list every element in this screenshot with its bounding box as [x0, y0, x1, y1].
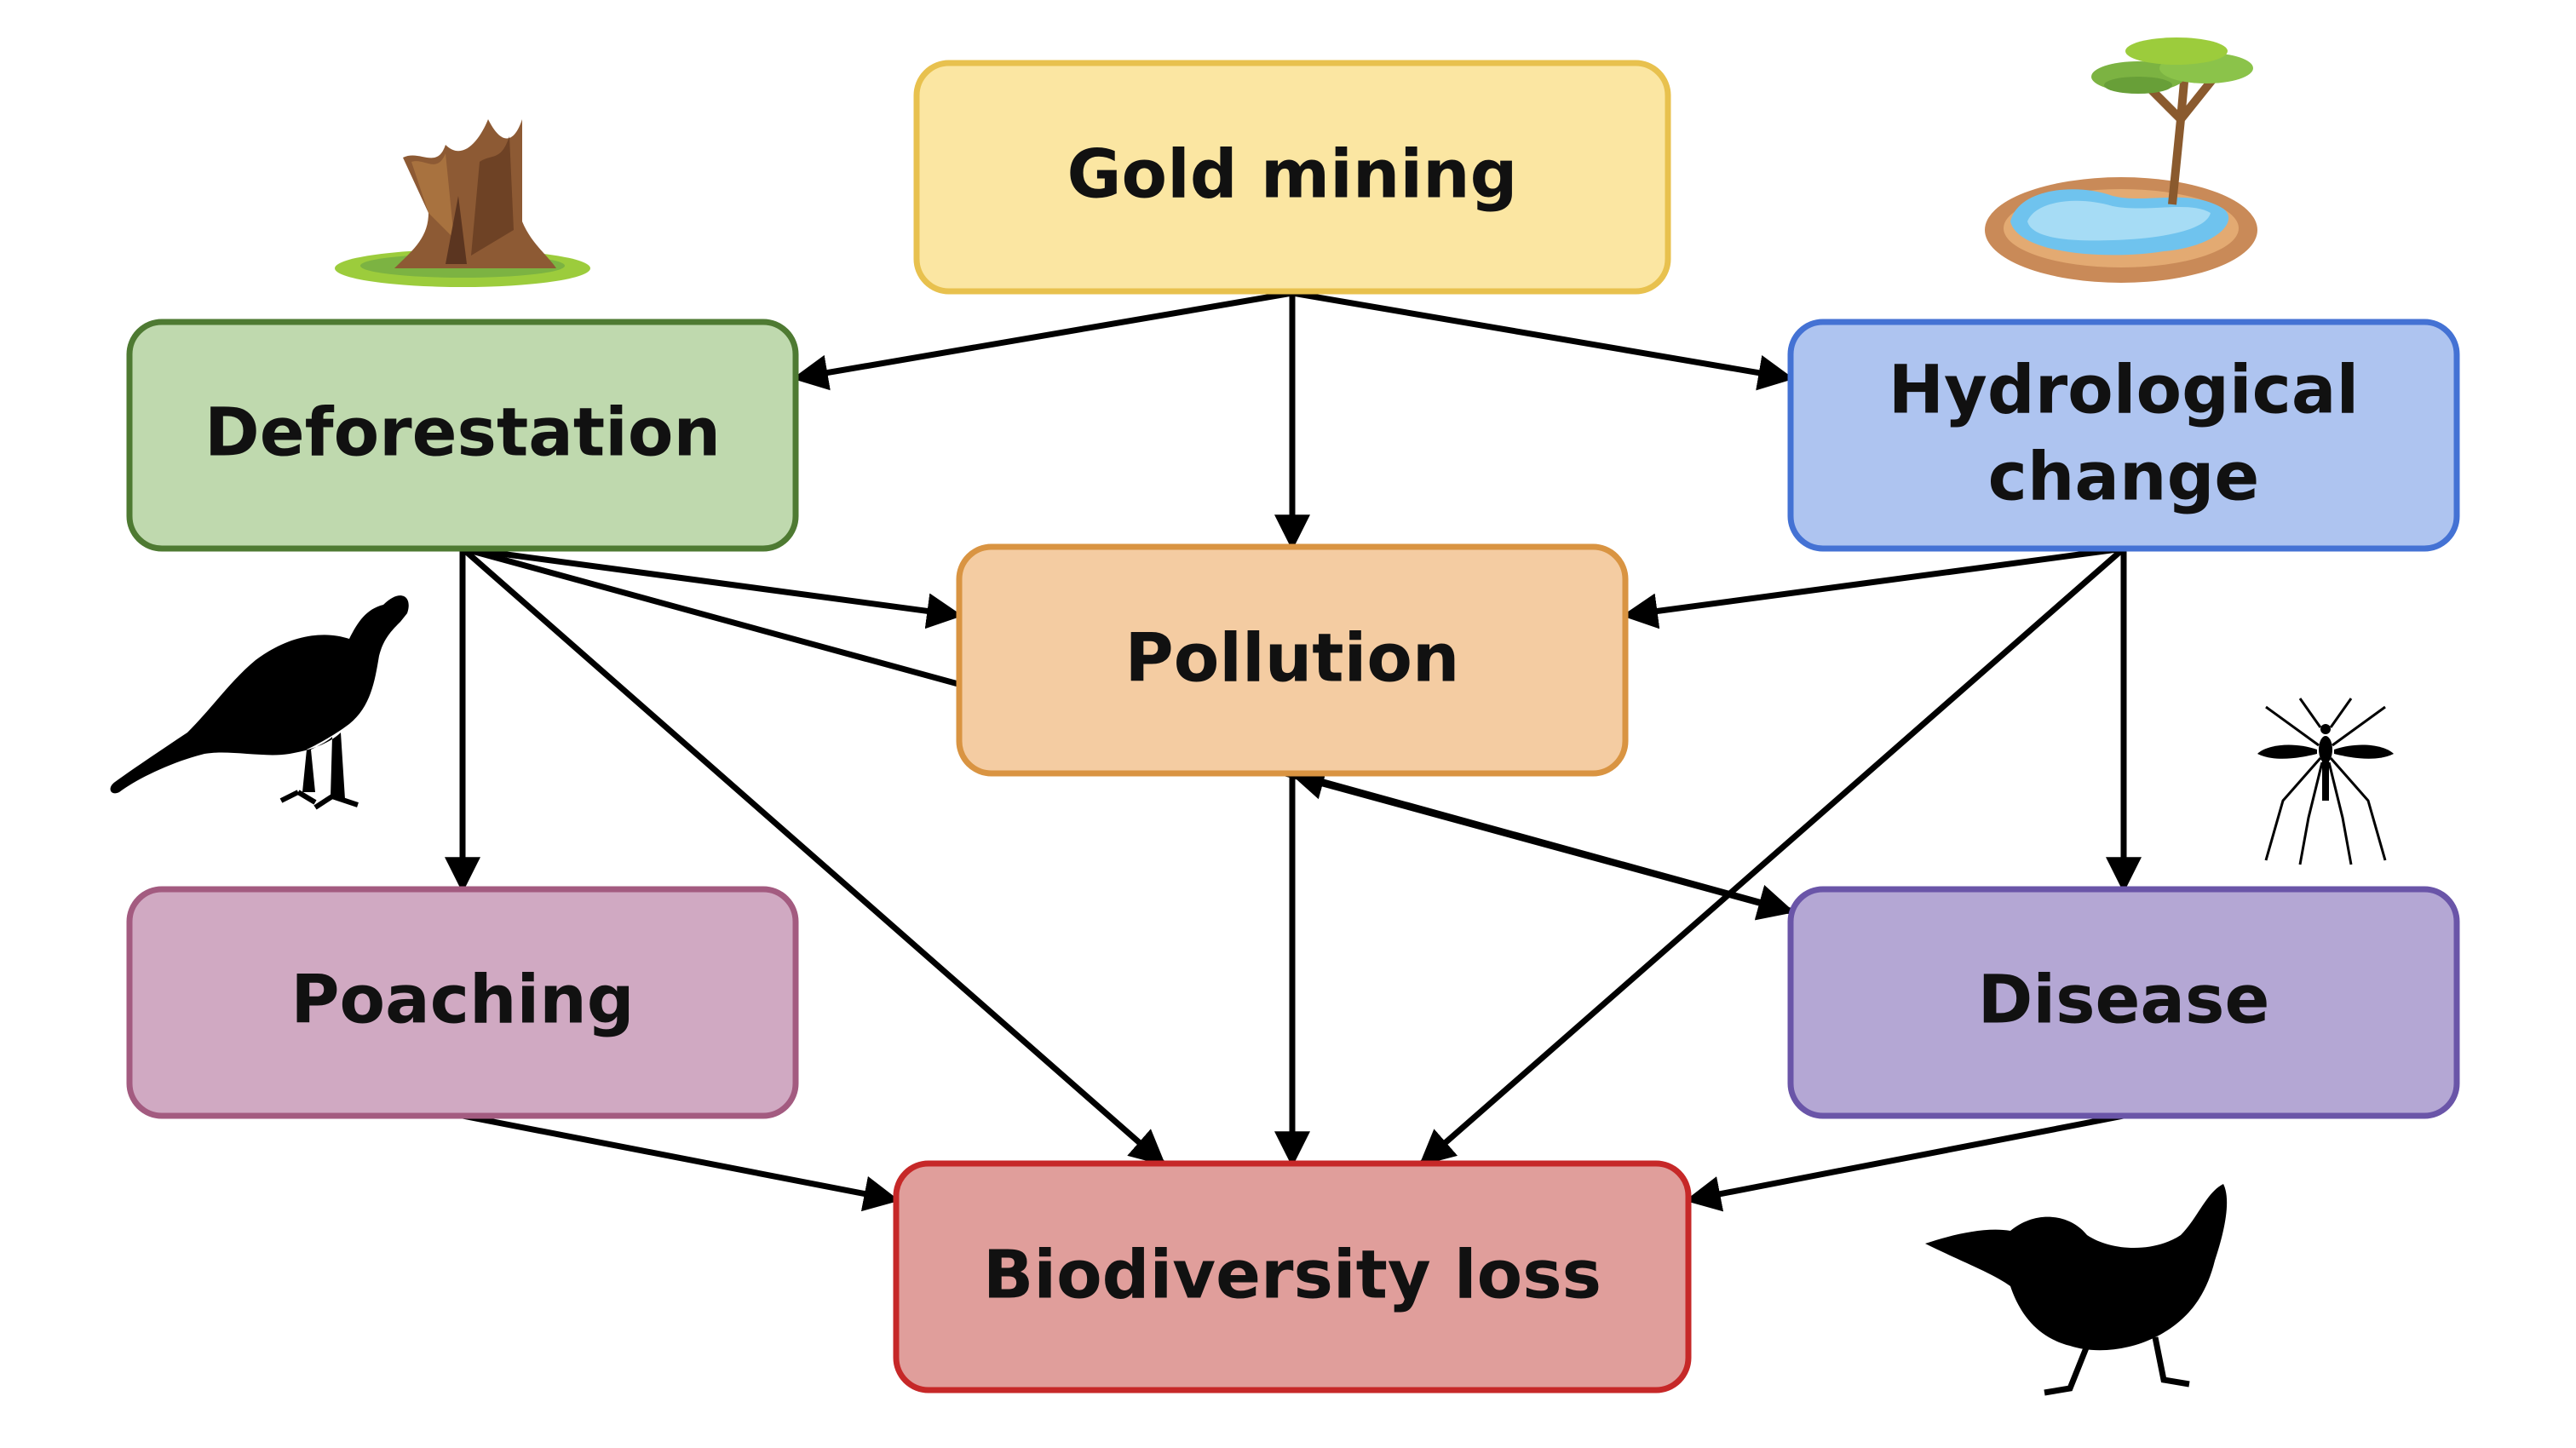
edge-gold-to-defor — [791, 290, 1293, 391]
node-pollution: Pollution — [956, 543, 1629, 777]
node-box-gold-mining — [913, 60, 1671, 295]
node-box-disease — [1787, 886, 2460, 1119]
edge-layer — [445, 290, 2142, 1212]
node-box-deforestation — [126, 319, 799, 552]
pond-with-tree-icon — [1985, 37, 2257, 283]
node-label-disease: Disease — [1978, 962, 2270, 1038]
dipper-bird-icon — [1925, 1184, 2228, 1396]
node-disease: Disease — [1787, 886, 2460, 1119]
node-label-deforestation: Deforestation — [204, 394, 721, 471]
node-box-hydrological-change — [1787, 319, 2460, 552]
node-box-poaching — [126, 886, 799, 1119]
node-gold-mining: Gold mining — [913, 60, 1671, 295]
tree-stump-icon — [335, 119, 590, 287]
node-label-biodiversity-loss: Biodiversity loss — [983, 1237, 1601, 1313]
node-box-pollution — [956, 543, 1629, 777]
node-hydrological-change: Hydrological change — [1787, 319, 2460, 552]
node-layer: Gold mining Deforestation Hydrological c… — [126, 60, 2460, 1393]
node-biodiversity-loss: Biodiversity loss — [893, 1160, 1692, 1393]
curassow-bird-icon — [110, 595, 409, 810]
edge-hydro-to-pollution — [1621, 545, 2125, 629]
edge-poaching-to-bio — [462, 1112, 900, 1212]
edge-defor-to-pollution — [462, 545, 963, 629]
node-label-gold-mining: Gold mining — [1067, 136, 1518, 213]
edge-disease-to-bio — [1684, 1112, 2125, 1212]
node-label-hydrological-line2: change — [1988, 439, 2260, 515]
node-box-biodiversity-loss — [893, 1160, 1692, 1393]
edge-gold-to-hydro — [1291, 290, 1795, 391]
mosquito-icon — [2257, 698, 2394, 865]
node-label-pollution: Pollution — [1125, 620, 1460, 697]
node-label-hydrological-line1: Hydrological — [1889, 352, 2360, 428]
node-label-poaching: Poaching — [290, 962, 634, 1038]
edge-defor-to-bio — [460, 546, 1166, 1166]
node-deforestation: Deforestation — [126, 319, 799, 552]
node-poaching: Poaching — [126, 886, 799, 1119]
edge-pollution-to-disease — [1288, 764, 1795, 920]
